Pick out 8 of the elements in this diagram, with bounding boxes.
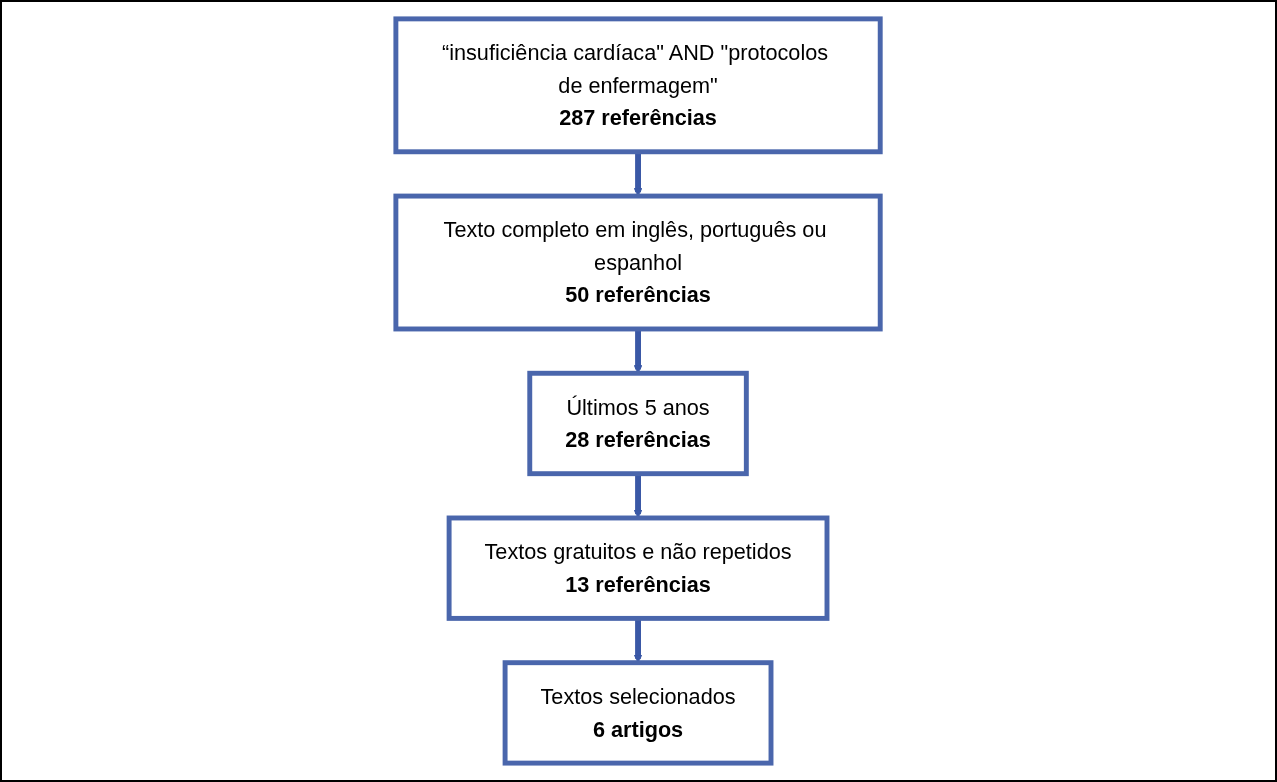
node-box: Textos selecionados 6 artigos [503,660,774,766]
node-box: Texto completo em inglês, português ou espanhol 50 referências [393,193,884,332]
arrow [634,473,643,519]
node-box: “insuficiência cardíaca" AND "protocolos de enfermagem" 287 referências [393,16,884,155]
arrow [634,151,643,197]
arrow [634,328,643,374]
node-box: Textos gratuitos e não repetidos 13 referências [447,515,830,621]
node-box: Últimos 5 anos 28 referências [527,370,750,477]
